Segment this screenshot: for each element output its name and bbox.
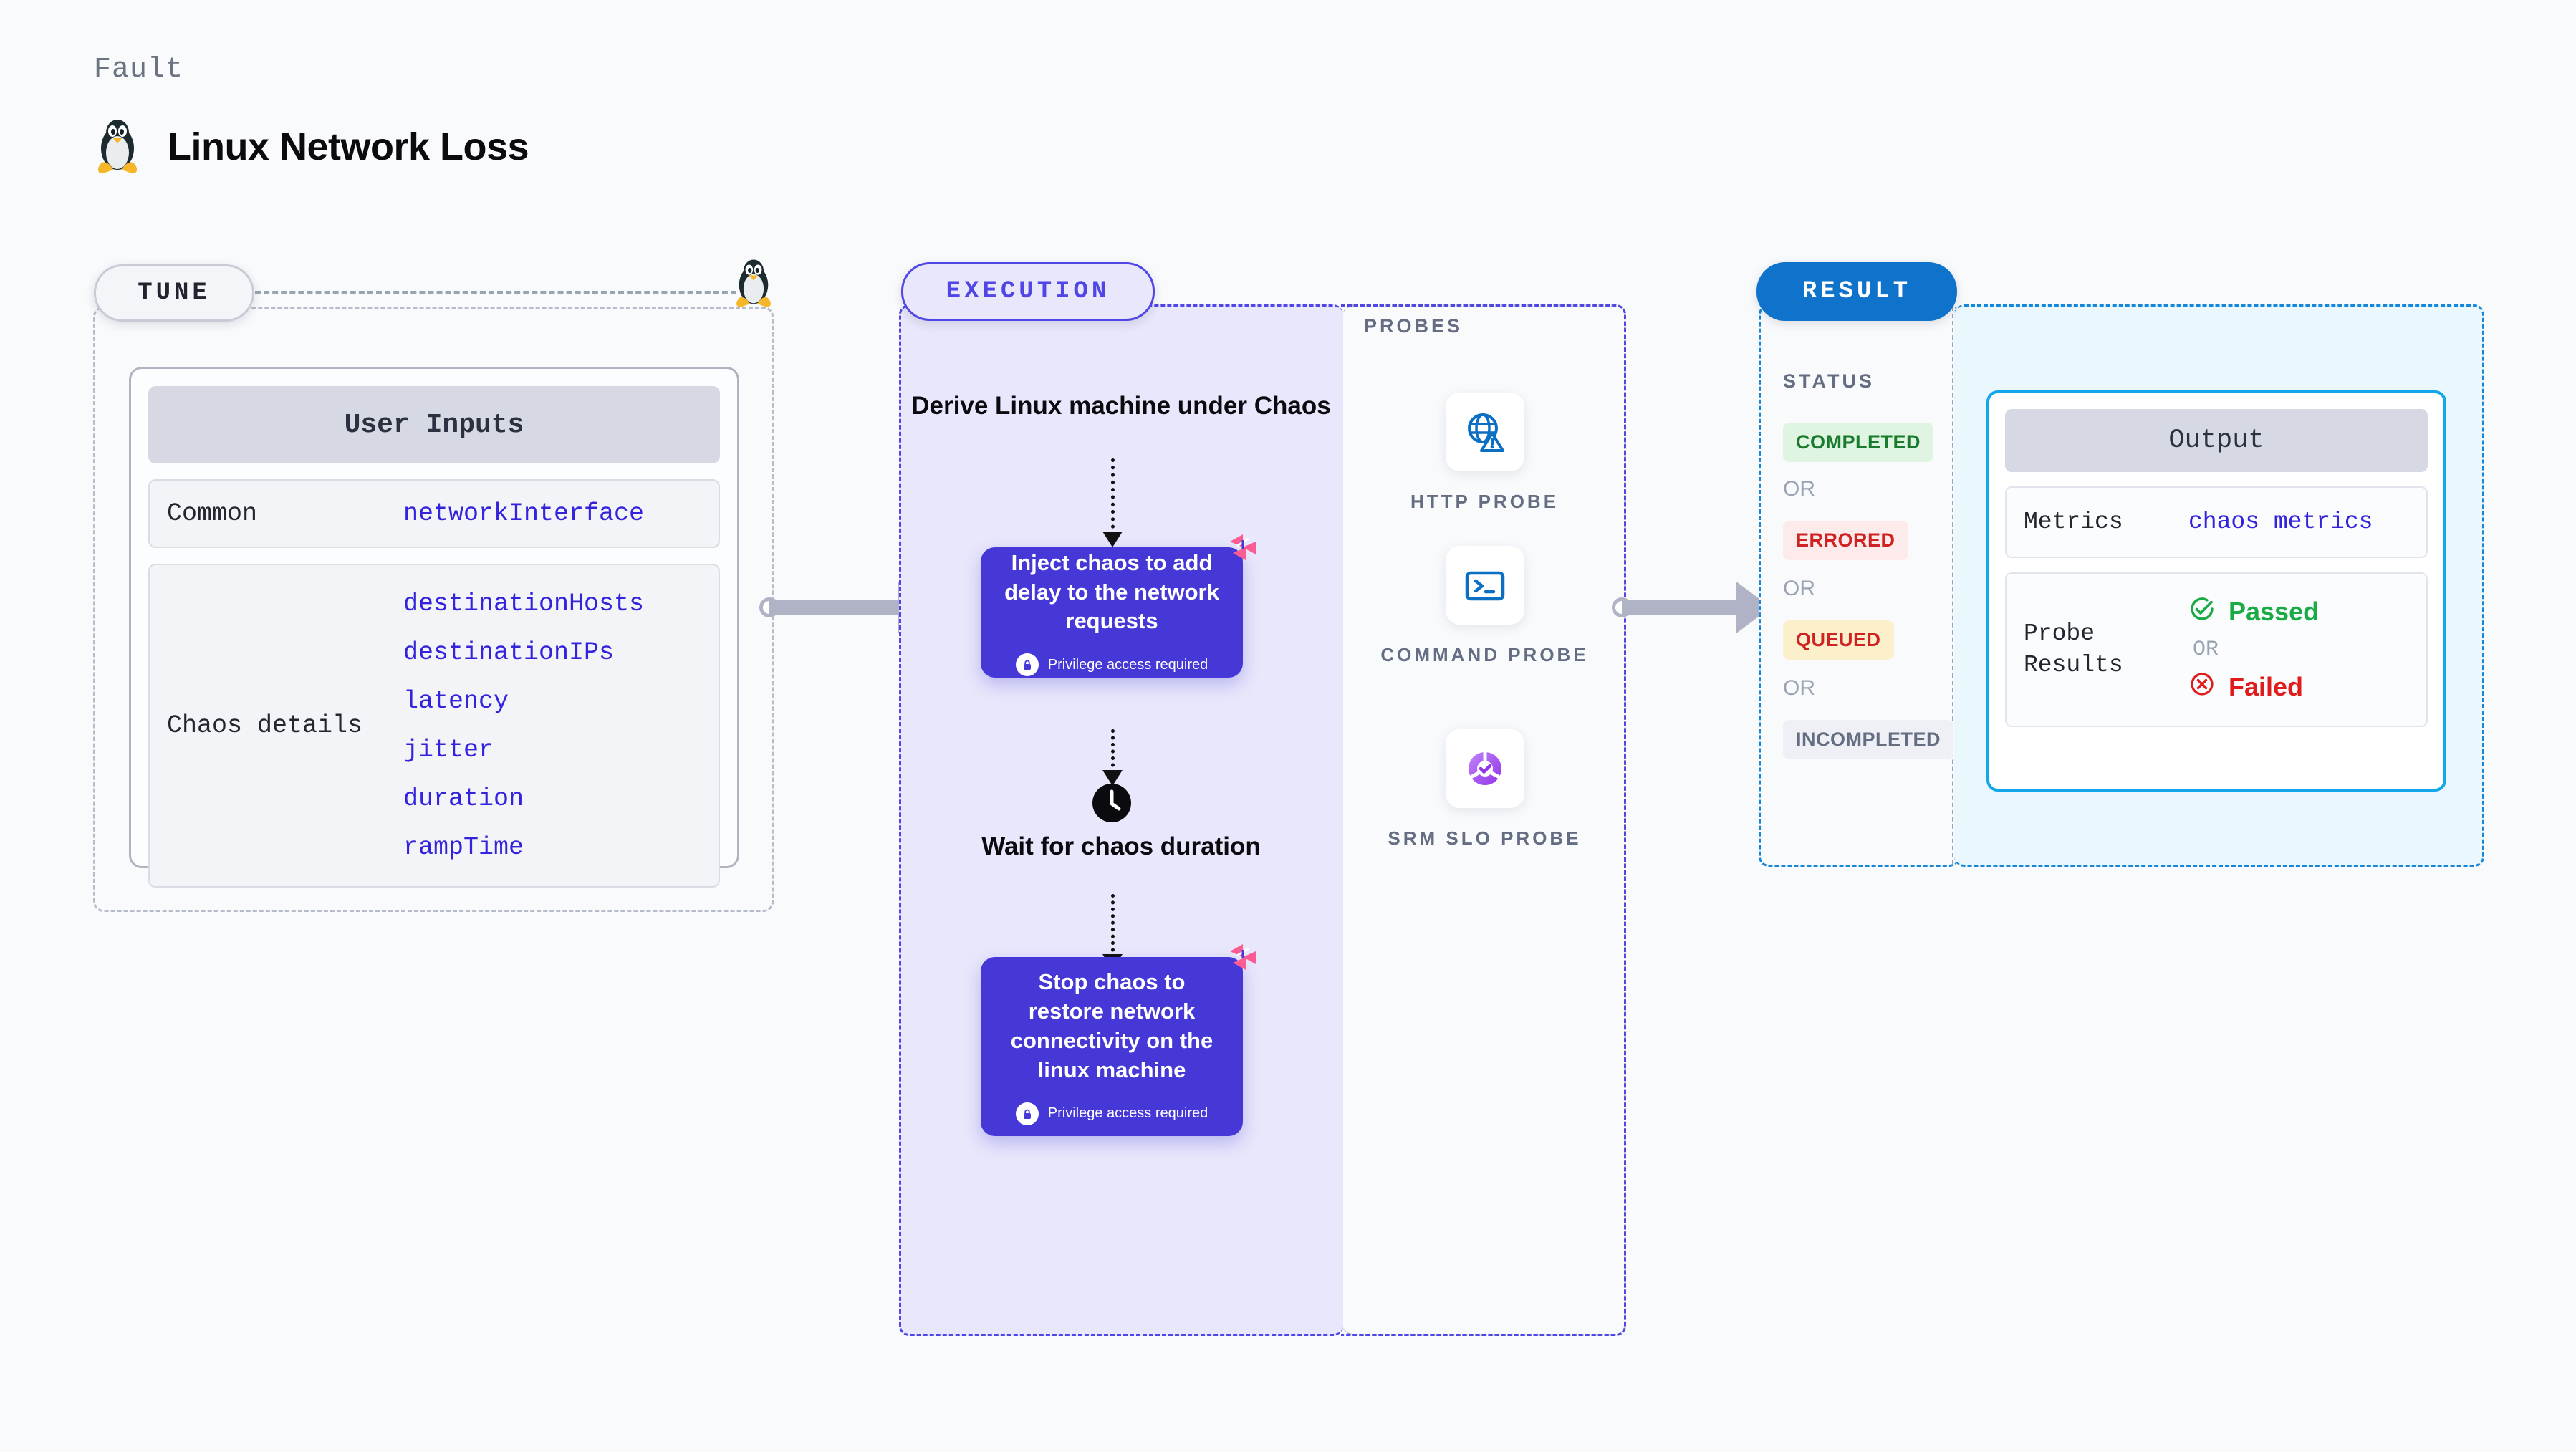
probe-label: COMMAND PROBE bbox=[1380, 644, 1589, 665]
status-or-label: OR bbox=[1783, 577, 1815, 600]
privilege-notice: Privilege access required bbox=[1015, 1102, 1208, 1125]
chaos-step-text: Stop chaos to restore network connectivi… bbox=[1010, 969, 1213, 1082]
status-section-label: STATUS bbox=[1783, 370, 1875, 392]
globe-warning-icon bbox=[1445, 393, 1524, 471]
probes-section-label: PROBES bbox=[1364, 315, 1464, 337]
privilege-text: Privilege access required bbox=[1047, 1105, 1208, 1122]
chaos-step-inject[interactable]: Inject chaos to add delay to the network… bbox=[981, 534, 1256, 678]
output-card: Output Metrics chaos metrics Probe Resul… bbox=[1986, 390, 2446, 792]
probe-result-or-label: OR bbox=[2193, 637, 2219, 662]
lock-icon bbox=[1015, 1102, 1039, 1125]
list-item[interactable]: duration bbox=[403, 784, 524, 813]
result-stage-frame bbox=[1759, 304, 1959, 867]
execution-stage-frame bbox=[899, 304, 1343, 1336]
list-item[interactable]: networkInterface bbox=[403, 499, 645, 528]
status-or-label: OR bbox=[1783, 477, 1815, 501]
probe-results-list: Passed OR Failed bbox=[2188, 595, 2319, 704]
status-badge: QUEUED bbox=[1783, 620, 1894, 660]
probe-label: HTTP PROBE bbox=[1410, 491, 1559, 512]
clock-icon bbox=[1092, 783, 1132, 823]
probe-item-srm-slo[interactable]: SRM SLO PROBE bbox=[1343, 729, 1626, 851]
status-badge: COMPLETED bbox=[1783, 423, 1934, 462]
table-row: Common networkInterface bbox=[148, 479, 720, 548]
flow-connector-dotted bbox=[1111, 458, 1115, 536]
probe-result-passed: Passed bbox=[2188, 595, 2319, 629]
status-or-label: OR bbox=[1783, 676, 1815, 700]
execution-step-title: Wait for chaos duration bbox=[981, 832, 1261, 860]
output-row-value[interactable]: chaos metrics bbox=[2188, 509, 2373, 536]
privilege-notice: Privilege access required bbox=[1015, 653, 1208, 677]
input-row-values: destinationHosts destinationIPs latency … bbox=[403, 590, 644, 862]
fault-title-row: Linux Network Loss bbox=[93, 118, 529, 176]
fault-kicker-label: Fault bbox=[94, 54, 184, 86]
user-inputs-card: User Inputs Common networkInterface Chao… bbox=[129, 367, 739, 888]
table-row: Probe Results Passed OR bbox=[2005, 572, 2428, 727]
table-row: Metrics chaos metrics bbox=[2005, 486, 2428, 558]
flow-connector-dotted bbox=[1111, 729, 1115, 774]
privilege-text: Privilege access required bbox=[1047, 656, 1208, 673]
linux-penguin-icon bbox=[93, 118, 142, 176]
lock-icon bbox=[1015, 653, 1039, 677]
chaos-step-text: Inject chaos to add delay to the network… bbox=[1004, 549, 1219, 634]
input-row-values: networkInterface bbox=[403, 499, 644, 528]
flow-arrow-head bbox=[1102, 770, 1123, 786]
output-card-title: Output bbox=[2005, 409, 2428, 472]
input-row-key: Chaos details bbox=[167, 711, 363, 740]
execution-step-title: Derive Linux machine under Chaos bbox=[911, 392, 1331, 420]
result-stage-pill[interactable]: RESULT bbox=[1756, 262, 1957, 321]
tune-connector-dashed-line bbox=[255, 291, 736, 294]
page-title: Linux Network Loss bbox=[168, 125, 529, 168]
flow-arrow-execution-to-result bbox=[1612, 582, 1781, 633]
slo-donut-check-icon bbox=[1445, 729, 1524, 808]
table-row: Chaos details destinationHosts destinati… bbox=[148, 564, 720, 888]
terminal-prompt-icon bbox=[1445, 546, 1524, 625]
x-circle-icon bbox=[2188, 670, 2216, 704]
list-item[interactable]: jitter bbox=[403, 736, 494, 764]
harness-logo-icon bbox=[1227, 941, 1259, 976]
list-item[interactable]: rampTime bbox=[403, 833, 524, 862]
harness-logo-icon bbox=[1227, 532, 1259, 567]
list-item[interactable]: latency bbox=[403, 687, 509, 716]
list-item[interactable]: destinationHosts bbox=[403, 590, 645, 618]
probe-item-command[interactable]: COMMAND PROBE bbox=[1343, 546, 1626, 668]
arrow-shaft bbox=[769, 600, 898, 615]
probe-label: SRM SLO PROBE bbox=[1388, 827, 1582, 849]
input-row-key: Common bbox=[167, 499, 258, 528]
probe-result-passed-label: Passed bbox=[2229, 597, 2320, 627]
user-inputs-title: User Inputs bbox=[148, 386, 720, 463]
flow-arrow-head bbox=[1102, 532, 1123, 547]
linux-penguin-icon bbox=[732, 258, 775, 309]
probe-result-failed-label: Failed bbox=[2229, 672, 2304, 702]
probe-result-failed: Failed bbox=[2188, 670, 2319, 704]
output-row-key: Probe Results bbox=[2024, 620, 2123, 678]
chaos-step-stop[interactable]: Stop chaos to restore network connectivi… bbox=[981, 944, 1256, 1136]
probes-stage-frame bbox=[1341, 304, 1626, 1336]
status-badge: INCOMPLETED bbox=[1783, 720, 1954, 759]
tune-stage-pill[interactable]: TUNE bbox=[94, 264, 254, 322]
probe-item-http[interactable]: HTTP PROBE bbox=[1343, 393, 1626, 514]
arrow-shaft bbox=[1622, 600, 1736, 615]
output-row-key: Metrics bbox=[2024, 509, 2123, 535]
flow-connector-dotted bbox=[1111, 894, 1115, 958]
check-circle-icon bbox=[2188, 595, 2216, 629]
list-item[interactable]: destinationIPs bbox=[403, 638, 615, 667]
status-badge: ERRORED bbox=[1783, 521, 1908, 560]
execution-stage-pill[interactable]: EXECUTION bbox=[901, 262, 1155, 321]
